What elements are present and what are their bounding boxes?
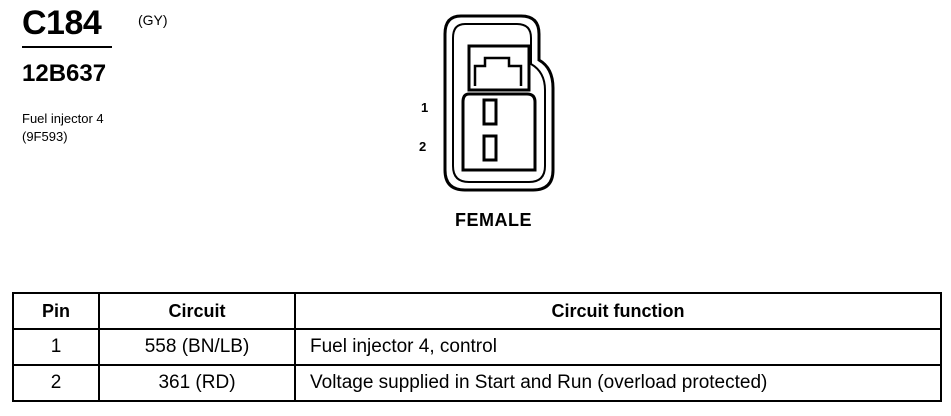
pin-label-1: 1 [421,100,429,115]
pin-table: Pin Circuit Circuit function 1 558 (BN/L… [12,292,942,402]
title-divider [22,46,112,48]
pin-cavity-2 [482,134,498,162]
connector-description: Fuel injector 4 (9F593) [22,110,104,146]
part-number: 12B637 [22,60,107,87]
connector-color-code: (GY) [138,12,168,28]
connector-inner-shell [452,23,546,183]
cell-pin: 2 [12,364,100,402]
column-header-circuit-function: Circuit function [294,292,942,330]
column-header-circuit: Circuit [98,292,296,330]
cell-pin: 1 [12,328,100,366]
connector-gender-label: FEMALE [455,210,532,230]
table-row: 2 361 (RD) Voltage supplied in Start and… [12,364,942,402]
cell-function: Fuel injector 4, control [294,328,942,366]
description-line-2: (9F593) [22,129,68,144]
connector-id: C184 [22,4,102,42]
connector-face-diagram [443,14,555,192]
column-header-pin: Pin [12,292,100,330]
pin-label-2: 2 [419,139,427,154]
cell-circuit: 361 (RD) [98,364,296,402]
cell-circuit: 558 (BN/LB) [98,328,296,366]
table-row: 1 558 (BN/LB) Fuel injector 4, control [12,328,942,366]
locking-tab-notch [473,56,523,86]
description-line-1: Fuel injector 4 [22,111,104,126]
locking-tab [467,44,531,92]
table-header-row: Pin Circuit Circuit function [12,292,942,330]
connector-outer-shell [443,14,555,192]
pin-cavity-housing [461,92,537,172]
cell-function: Voltage supplied in Start and Run (overl… [294,364,942,402]
pin-cavity-1 [482,98,498,126]
